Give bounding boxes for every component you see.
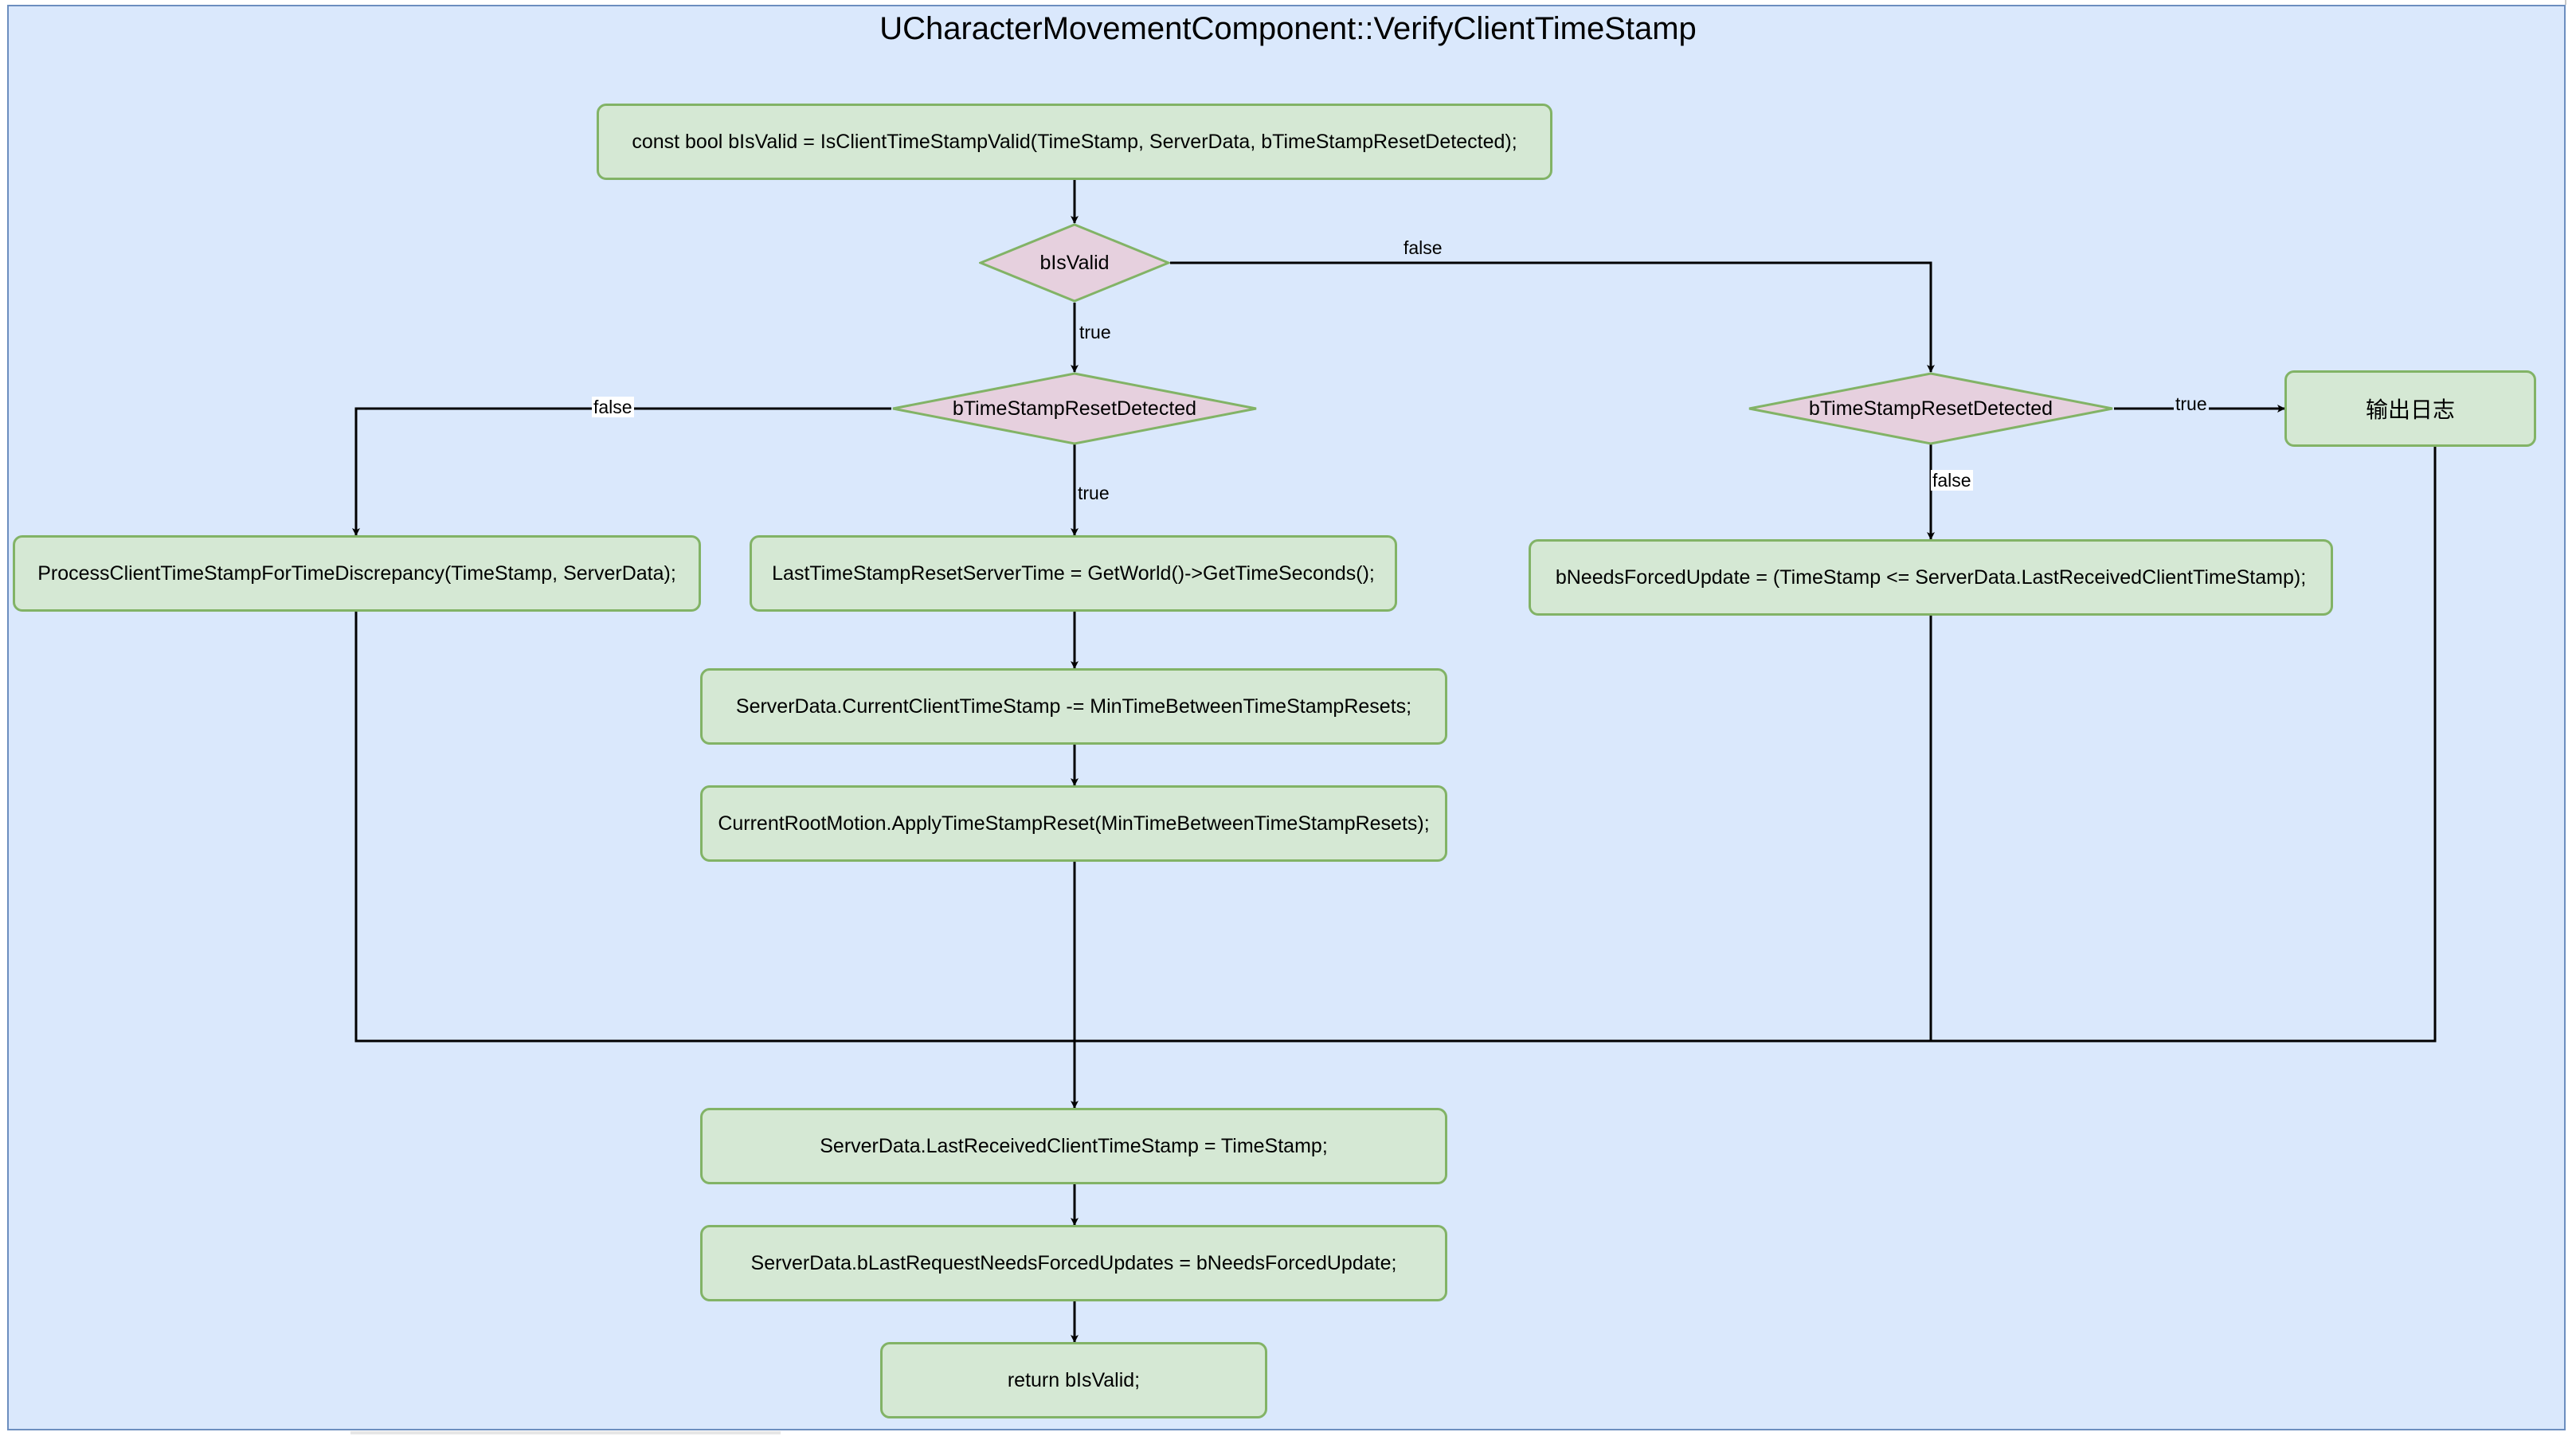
node-label: return bIsValid; xyxy=(1007,1368,1141,1391)
edge-label-isvalid-true: true xyxy=(1078,322,1113,342)
grid-mark xyxy=(2565,0,2566,5)
edge-label-reset-left-false: false xyxy=(592,397,634,417)
edge-merge-bus xyxy=(354,444,2437,1043)
node-last-reset-time: LastTimeStampResetServerTime = GetWorld(… xyxy=(750,535,1397,612)
node-is-valid-assign: const bool bIsValid = IsClientTimeStampV… xyxy=(597,104,1552,180)
diagram-title: UCharacterMovementComponent::VerifyClien… xyxy=(879,11,1697,46)
node-label: CurrentRootMotion.ApplyTimeStampReset(Mi… xyxy=(718,812,1430,835)
node-return-valid: return bIsValid; xyxy=(880,1342,1267,1418)
decision-reset-left: bTimeStampResetDetected xyxy=(891,372,1258,445)
node-label: ServerData.CurrentClientTimeStamp -= Min… xyxy=(735,695,1412,718)
node-label: LastTimeStampResetServerTime = GetWorld(… xyxy=(772,561,1375,585)
edge-label-reset-right-false: false xyxy=(1931,470,1973,491)
node-root-motion-reset: CurrentRootMotion.ApplyTimeStampReset(Mi… xyxy=(700,785,1447,862)
decision-label: bTimeStampResetDetected xyxy=(1808,397,2053,420)
edge-reset-left-false xyxy=(352,407,891,536)
edge-isvalid-false xyxy=(1170,261,1935,373)
node-last-request-forced: ServerData.bLastRequestNeedsForcedUpdate… xyxy=(700,1225,1447,1301)
node-label: const bool bIsValid = IsClientTimeStampV… xyxy=(632,130,1517,153)
node-label: bNeedsForcedUpdate = (TimeStamp <= Serve… xyxy=(1555,565,2307,589)
node-needs-forced-update: bNeedsForcedUpdate = (TimeStamp <= Serve… xyxy=(1529,539,2333,616)
edge-label-reset-left-true: true xyxy=(1076,483,1111,503)
node-label: 输出日志 xyxy=(2365,397,2455,423)
edge-label-reset-right-true: true xyxy=(2174,393,2209,414)
node-process-discrepancy: ProcessClientTimeStampForTimeDiscrepancy… xyxy=(13,535,701,612)
scrollbar-hint xyxy=(350,1431,781,1434)
decision-is-valid: bIsValid xyxy=(979,223,1170,303)
node-log-output: 输出日志 xyxy=(2284,370,2536,447)
diamond-shape xyxy=(892,372,1257,445)
diamond-shape xyxy=(979,223,1170,303)
edge-label-isvalid-false: false xyxy=(1402,237,1444,258)
decision-reset-right: bTimeStampResetDetected xyxy=(1748,372,2114,445)
decision-label: bIsValid xyxy=(1039,251,1110,274)
node-label: ServerData.LastReceivedClientTimeStamp =… xyxy=(820,1134,1328,1157)
node-label: ProcessClientTimeStampForTimeDiscrepancy… xyxy=(37,561,676,585)
node-last-received-assign: ServerData.LastReceivedClientTimeStamp =… xyxy=(700,1108,1447,1184)
node-label: ServerData.bLastRequestNeedsForcedUpdate… xyxy=(750,1251,1397,1274)
node-current-timestamp-adjust: ServerData.CurrentClientTimeStamp -= Min… xyxy=(700,668,1447,745)
diamond-shape xyxy=(1748,372,2113,445)
decision-label: bTimeStampResetDetected xyxy=(952,397,1197,420)
